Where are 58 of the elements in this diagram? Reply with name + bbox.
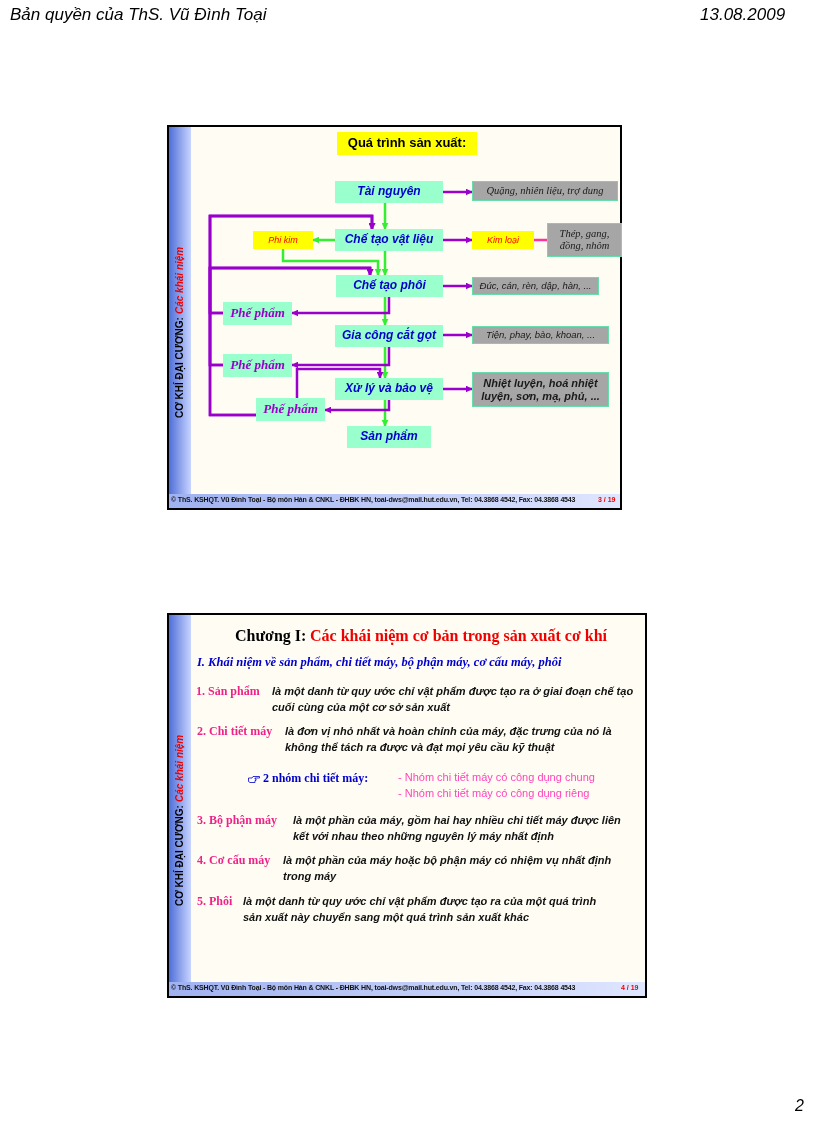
slide-title: Chương I: [235, 627, 307, 645]
process-box: Chế tạo vật liệu [335, 229, 443, 251]
note-box: Quặng, nhiên liệu, trợ dung [472, 181, 618, 201]
process-box: Tài nguyên [335, 181, 443, 203]
list-item: - Nhóm chi tiết máy có công dụng riêng [398, 787, 590, 799]
process-box: Sản phẩm [347, 426, 431, 448]
arrow [381, 297, 389, 326]
arrow [443, 236, 473, 244]
slide-title: Các khái niệm cơ bản trong sản xuất cơ khí [310, 627, 608, 645]
arrow [443, 331, 473, 339]
arrow [295, 367, 384, 398]
page-number: 2 [795, 1097, 804, 1115]
title-box: Quá trình sản xuất: [337, 132, 477, 155]
arrow [443, 188, 473, 196]
section-heading: I. Khái niệm về sản phẩm, chi tiết máy, bộ phận máy, cơ cấu máy, phôi [197, 655, 562, 670]
definition-text: là đơn vị nhỏ nhất và hoàn chỉnh của máy, đặc trưng của nó là không thể tách ra được và đạt mọi yêu cầu kỹ thuật [285, 724, 613, 755]
arrow [291, 297, 391, 317]
header-text: 13.08.2009 [700, 5, 786, 25]
term-label: 4. Cơ cấu máy [197, 853, 271, 868]
reject-box: Phế phẩm [223, 354, 292, 377]
reject-box: Phế phẩm [256, 398, 325, 421]
arrow [381, 251, 389, 276]
definition-text: là một phần của máy, gồm hai hay nhiều chi tiết máy được liên kết với nhau theo những nguyên lý máy nhất định [293, 813, 622, 844]
definition-text: là một danh từ quy ước chỉ vật phẩm được tạo ra của một quá trình sản xuất này chuyển sang một quá trình sản xuất khác [243, 894, 598, 925]
arrow [291, 347, 391, 369]
header-text: Bản quyền của ThS. Vũ Đình Toại [10, 5, 267, 25]
material-box: Phi kim [253, 231, 313, 249]
sidebar-title: CƠ KHÍ ĐẠI CƯƠNG: [173, 317, 185, 418]
note-box: Nhiệt luyện, hoá nhiệt luyện, sơn, mạ, phủ, ... [472, 372, 609, 407]
sidebar-title: Các khái niệm [173, 246, 185, 315]
definition-text: là một phần của máy hoặc bộ phận máy có nhiệm vụ nhất định trong máy [283, 853, 613, 884]
term-label: 3. Bộ phận máy [197, 813, 278, 828]
arrow [443, 282, 473, 290]
group-heading: 2 nhóm chi tiết máy: [263, 771, 369, 786]
term-label: 2. Chi tiết máy [197, 724, 273, 739]
term-label: 1. Sản phẩm [196, 684, 260, 699]
arrow [324, 400, 391, 414]
connector-line [534, 238, 547, 242]
arrow [312, 236, 335, 244]
process-box: Chế tạo phôi [336, 275, 443, 297]
note-box: Thép, gang, đồng, nhôm [547, 223, 622, 257]
list-item: - Nhóm chi tiết máy có công dụng chung [398, 771, 595, 783]
definition-text: là một danh từ quy ước chỉ vật phẩm được tạo ra ở giai đoạn chế tạo cuối cùng của một cơ sở sản xuất [272, 684, 634, 715]
process-box: Xử lý và bảo vệ [335, 378, 443, 400]
sidebar-title: CƠ KHÍ ĐẠI CƯƠNG: [173, 805, 185, 906]
note-box: Đúc, cán, rèn, dập, hàn, ... [472, 277, 599, 295]
arrow [443, 385, 473, 393]
reject-box: Phế phẩm [223, 302, 292, 325]
sidebar-title: Các khái niệm [173, 734, 185, 803]
arrow [281, 249, 382, 276]
arrow [381, 347, 389, 379]
process-box: Gia công cắt gọt [335, 325, 443, 347]
arrow [381, 400, 389, 427]
arrow [381, 203, 389, 230]
note-box: Tiện, phay, bào, khoan, ... [472, 326, 609, 344]
arrow [208, 266, 374, 417]
material-box: Kim loại [472, 231, 534, 249]
term-label: 5. Phôi [197, 894, 233, 909]
